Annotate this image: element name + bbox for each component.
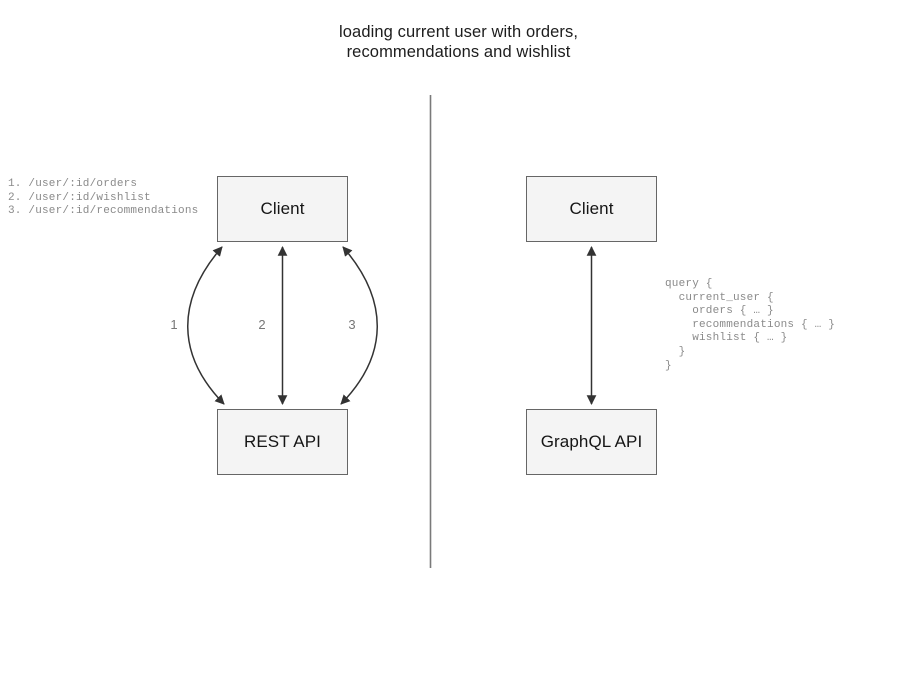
rest-endpoint-list: 1. /user/:id/orders 2. /user/:id/wishlis… [8,178,199,218]
edge-label-1: 1 [170,317,178,332]
diagram-title: loading current user with orders, recomm… [339,23,578,61]
edge-client-rest-1 [187,246,225,405]
node-client-graphql[interactable]: Client [526,176,657,242]
node-graphql-api[interactable]: GraphQL API [526,409,657,475]
node-client-rest[interactable]: Client [217,176,348,242]
edge-label-3: 3 [348,317,356,332]
node-rest-api[interactable]: REST API [217,409,348,475]
graphql-query-block: query { current_user { orders { … } reco… [665,278,836,372]
edge-client-rest-3 [340,246,378,405]
edge-label-2: 2 [258,317,266,332]
